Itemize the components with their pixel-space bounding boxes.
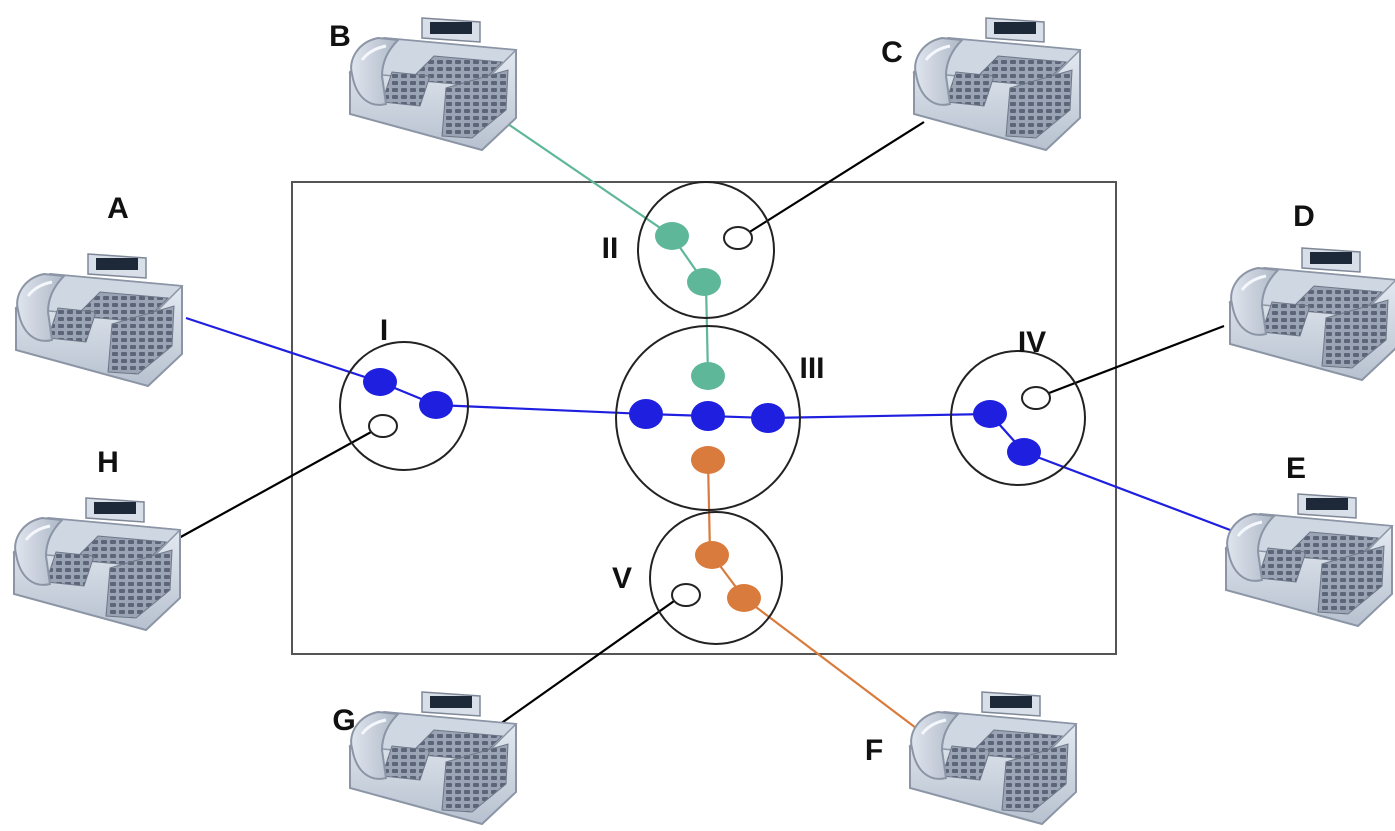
phone-c: C — [881, 16, 1082, 152]
phone-b: B — [329, 16, 518, 152]
phone-g-label: G — [332, 704, 355, 737]
telephone-icon — [14, 252, 184, 388]
port-i-3 — [368, 414, 398, 438]
port-ii-3 — [723, 226, 753, 250]
phone-d-label: D — [1293, 200, 1315, 233]
link-h-i — [167, 425, 383, 545]
telephone-icon — [908, 690, 1078, 826]
port-iv-2 — [973, 400, 1007, 428]
telephone-icon — [1224, 492, 1394, 628]
phone-e-label: E — [1286, 452, 1306, 485]
switch-iv-label: IV — [1018, 326, 1046, 359]
link-a-i — [185, 316, 381, 384]
switch-iii-label: III — [799, 352, 824, 385]
port-iii-2 — [629, 399, 663, 429]
switch-ii-boundary — [637, 181, 775, 319]
phone-g: G — [332, 690, 518, 826]
port-v-3 — [671, 583, 701, 607]
trunk-iii-iv — [767, 412, 991, 420]
phone-b-label: B — [329, 20, 351, 53]
trunk-ii-iii — [704, 283, 710, 377]
switch-i: I — [339, 314, 469, 471]
phone-a-label: A — [107, 192, 129, 225]
link-g-v — [485, 593, 685, 735]
switch-i-boundary — [339, 341, 469, 471]
port-v-2 — [727, 584, 761, 612]
switch-ii-label: II — [602, 232, 619, 265]
port-ii-1 — [655, 222, 689, 250]
trunk-i-iii — [435, 403, 647, 416]
switch-v-boundary — [649, 511, 783, 645]
link-e-iv — [1023, 450, 1247, 538]
port-i-1 — [363, 368, 397, 396]
link-d-iv — [1035, 324, 1225, 400]
link-c-ii — [739, 121, 925, 239]
phone-h-label: H — [97, 446, 119, 479]
port-iv-3 — [1007, 438, 1041, 466]
switch-v: V — [612, 511, 783, 645]
switch-ii: II — [602, 181, 775, 319]
link-b-ii — [507, 123, 673, 237]
switch-iv-boundary — [950, 350, 1086, 486]
switch-iv: IV — [950, 326, 1086, 486]
telephone-icon — [348, 690, 518, 826]
switch-i-label: I — [380, 314, 388, 347]
phone-h: H — [12, 446, 182, 632]
phone-e: E — [1224, 452, 1394, 628]
link-f-v — [743, 597, 917, 729]
port-iv-1 — [1021, 386, 1051, 410]
port-v-1 — [695, 541, 729, 569]
switch-iii: III — [615, 325, 825, 511]
port-i-2 — [419, 391, 453, 419]
switch-iii-boundary — [615, 325, 801, 511]
telephone-icon — [12, 496, 182, 632]
port-ii-2 — [687, 268, 721, 296]
port-iii-1 — [691, 362, 725, 390]
switch-v-label: V — [612, 562, 632, 595]
phone-d: D — [1228, 200, 1395, 382]
phone-c-label: C — [881, 36, 903, 69]
trunk-iii-v — [706, 459, 712, 555]
telephone-icon — [1228, 246, 1395, 382]
telephone-icon — [912, 16, 1082, 152]
port-iii-4 — [751, 403, 785, 433]
phone-f-label: F — [865, 734, 883, 767]
phone-f: F — [865, 690, 1078, 826]
port-iii-3 — [691, 401, 725, 431]
port-iii-5 — [691, 446, 725, 474]
phone-a: A — [14, 192, 184, 388]
telephone-icon — [348, 16, 518, 152]
